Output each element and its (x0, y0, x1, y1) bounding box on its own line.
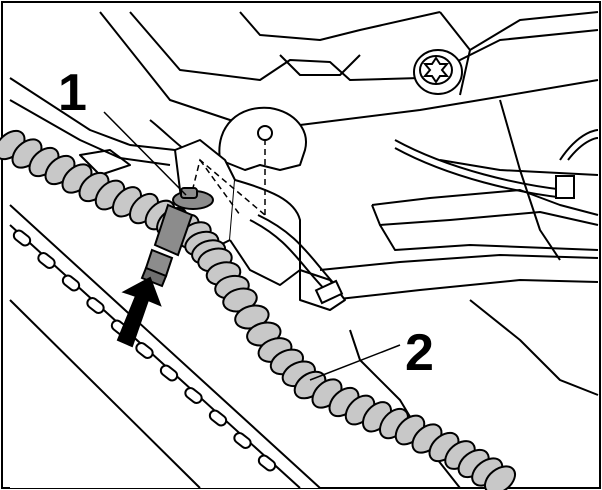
sill-rail (9, 204, 321, 489)
wiring-harness (0, 129, 517, 490)
rail-slot (233, 432, 252, 449)
cable-tie-lower (314, 279, 344, 305)
leader-line-1 (103, 111, 187, 196)
alignment-lines (189, 140, 266, 216)
harness-wrap-segment (483, 465, 517, 490)
rail-slot (257, 454, 277, 472)
body-panels (9, 11, 599, 489)
rail-slot (86, 297, 105, 314)
cable-tie-upper (555, 175, 575, 199)
rail-slot (37, 252, 56, 269)
rail-slot (12, 229, 32, 247)
push-direction-arrow-icon (116, 276, 162, 348)
callout-1: 1 (58, 64, 87, 122)
rail-slot (159, 364, 179, 382)
harness-clip (140, 187, 214, 288)
torx-bolt-icon (413, 49, 463, 95)
rail-slot (184, 387, 203, 404)
rail-slot (135, 342, 154, 359)
callout-2: 2 (405, 324, 434, 382)
rail-slot (208, 409, 228, 427)
upper-panel-edge (99, 11, 599, 126)
rail-slot (61, 274, 81, 292)
leader-lines (103, 111, 401, 381)
branch-wires (249, 214, 339, 296)
upper-cable (394, 129, 599, 199)
leader-line-2 (309, 344, 401, 381)
